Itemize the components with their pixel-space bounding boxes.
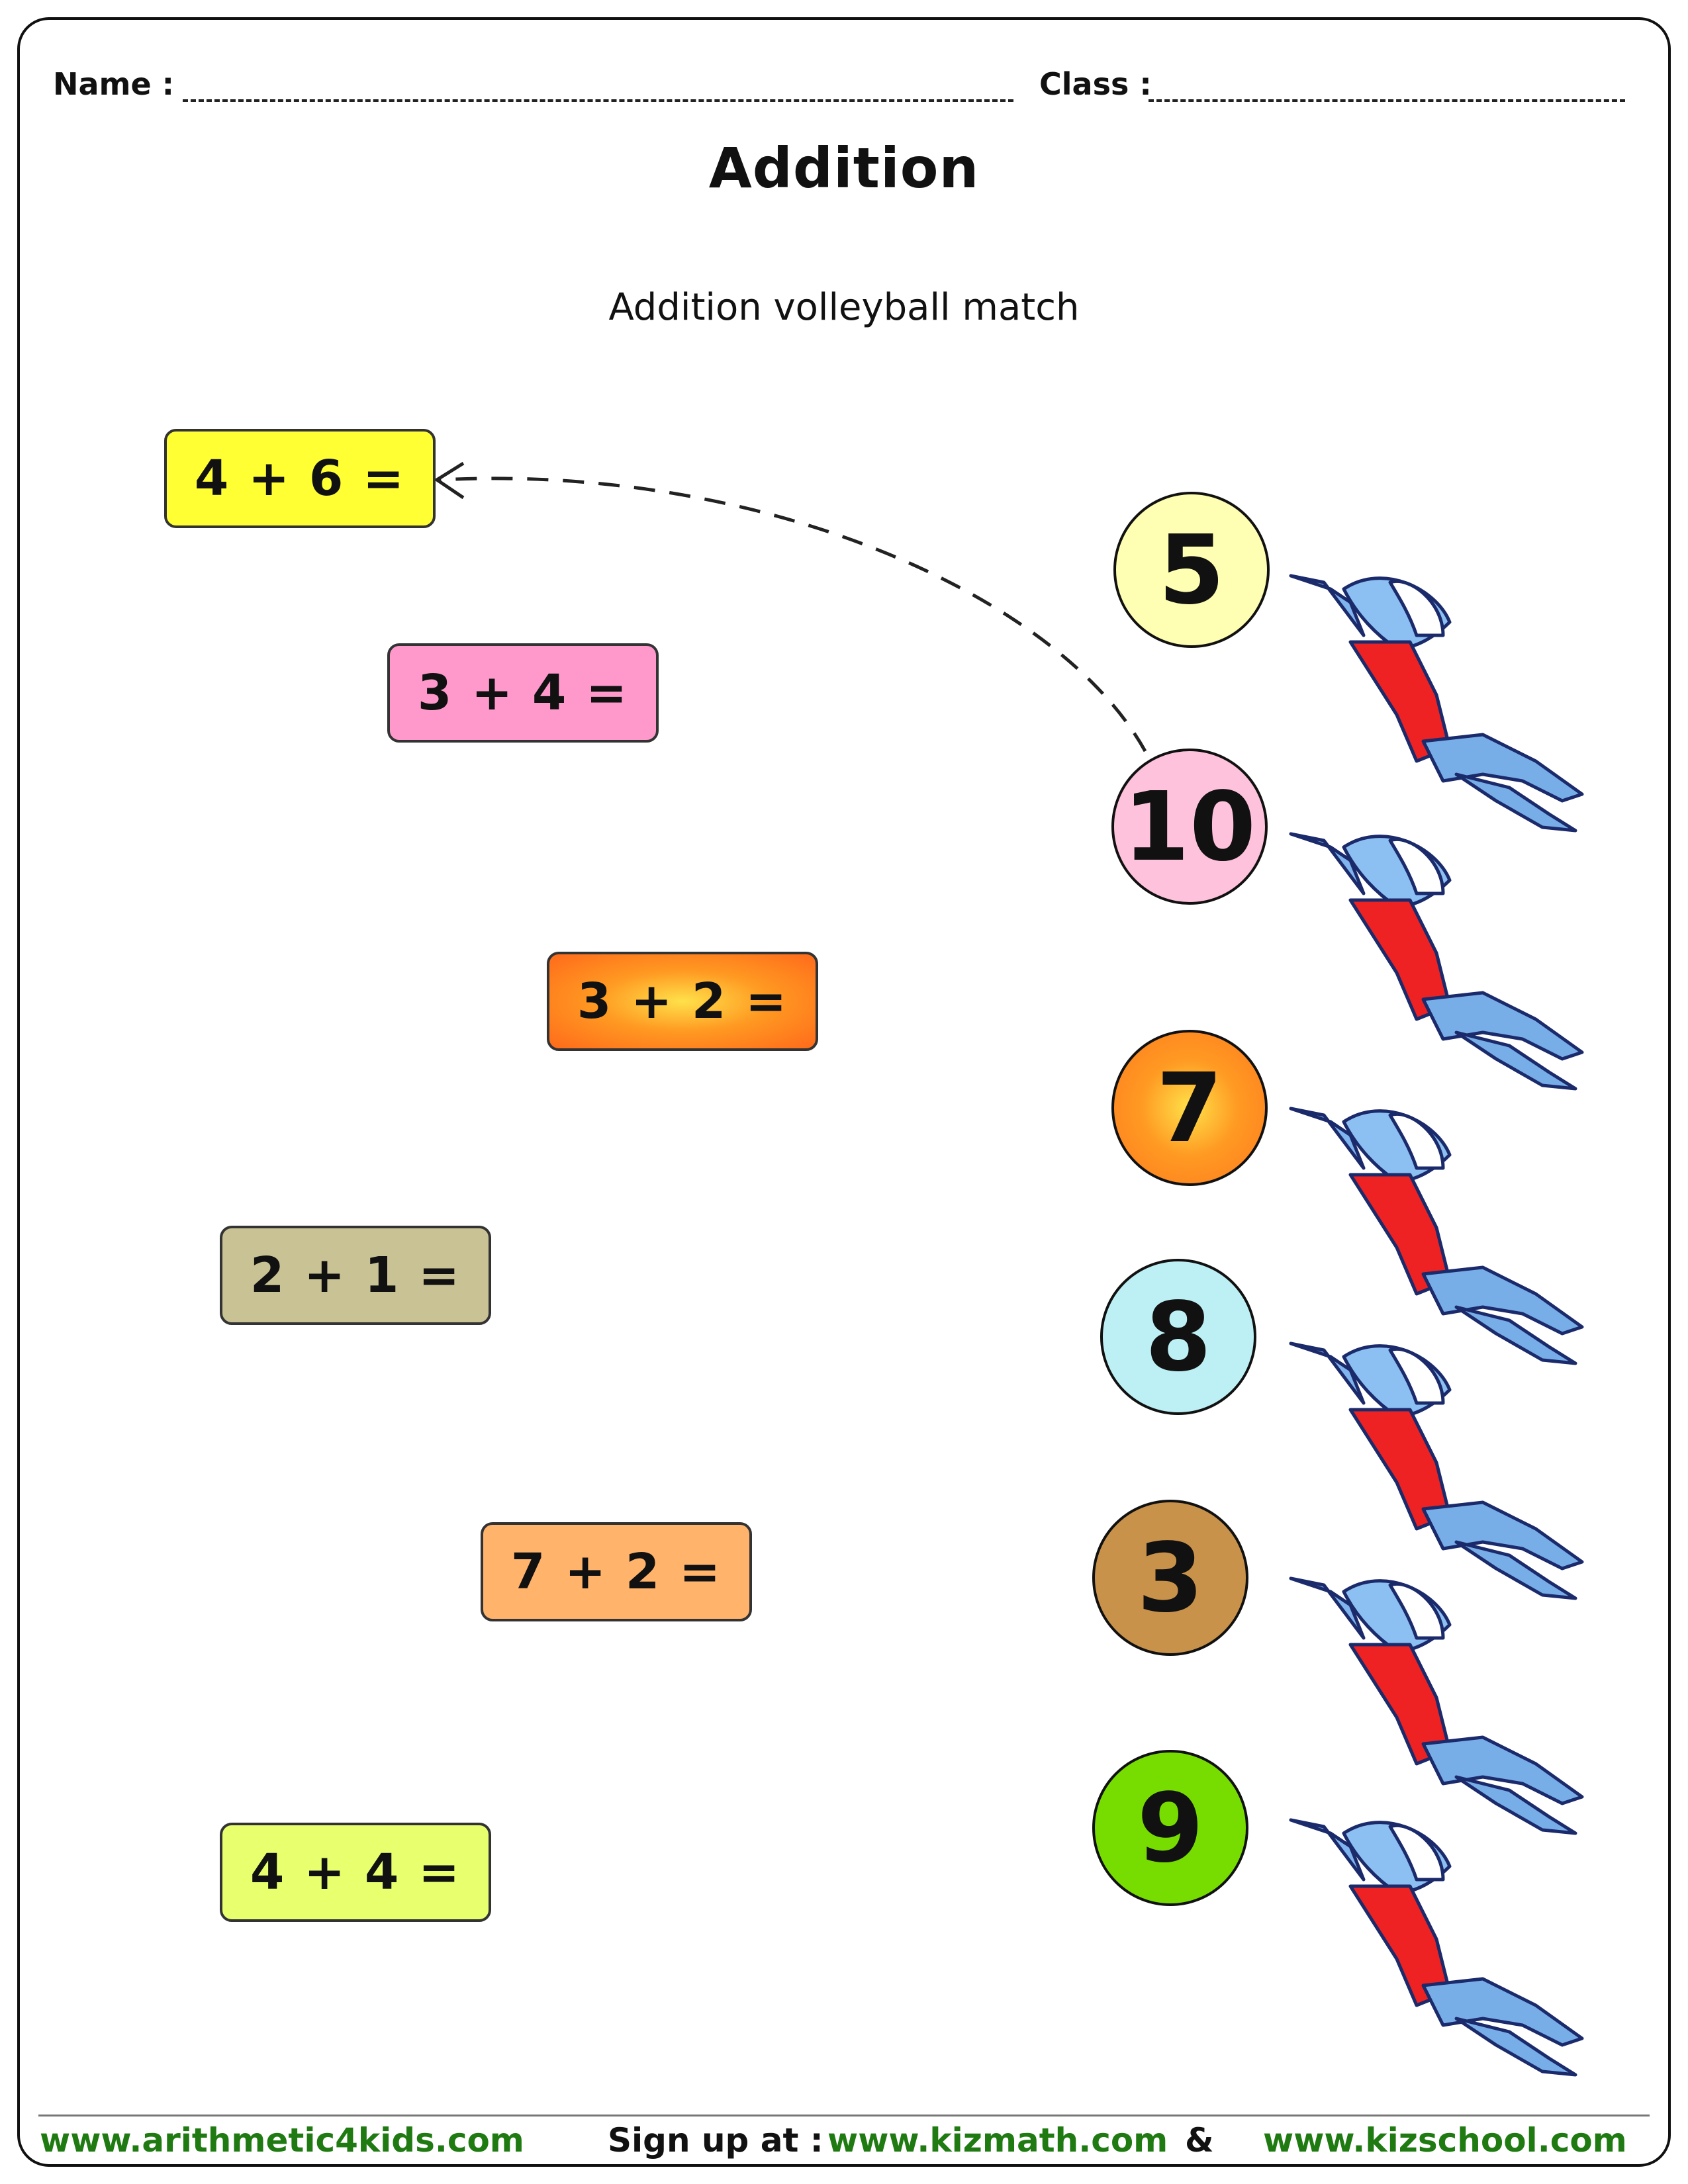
- equation-text: 2 + 1 =: [250, 1247, 461, 1304]
- answer-number: 5: [1158, 514, 1225, 625]
- answer-ball-2[interactable]: 10: [1111, 749, 1268, 905]
- equation-text: 3 + 2 =: [577, 973, 788, 1030]
- equation-1[interactable]: 4 + 6 =: [164, 429, 436, 528]
- answer-number: 9: [1137, 1772, 1204, 1884]
- footer-signup-label: Sign up at :: [608, 2121, 823, 2160]
- footer-link-kizschool[interactable]: www.kizschool.com: [1263, 2121, 1627, 2160]
- answer-number: 8: [1145, 1281, 1212, 1392]
- answer-ball-6[interactable]: 9: [1092, 1750, 1248, 1906]
- footer-link-kizmath[interactable]: www.kizmath.com: [827, 2121, 1168, 2160]
- equation-text: 4 + 6 =: [194, 450, 406, 507]
- answer-ball-3[interactable]: 7: [1111, 1030, 1268, 1186]
- volleyball-player-icon: [1289, 1107, 1584, 1365]
- volleyball-player-icon: [1289, 1576, 1584, 1835]
- class-field[interactable]: [1149, 99, 1625, 102]
- page-subtitle: Addition volleyball match: [608, 286, 1080, 329]
- volleyball-player-icon: [1289, 574, 1584, 833]
- equation-text: 7 + 2 =: [510, 1543, 722, 1600]
- equation-text: 4 + 4 =: [250, 1844, 461, 1901]
- name-field[interactable]: [183, 99, 1013, 102]
- answer-number: 10: [1123, 771, 1256, 882]
- equation-3[interactable]: 3 + 2 =: [547, 952, 818, 1051]
- equation-4[interactable]: 2 + 1 =: [220, 1226, 491, 1325]
- answer-number: 3: [1137, 1522, 1204, 1633]
- footer-link-arithmetic4kids[interactable]: www.arithmetic4kids.com: [40, 2121, 524, 2160]
- name-label: Name :: [53, 66, 175, 102]
- volleyball-player-icon: [1289, 1342, 1584, 1600]
- footer-divider: [38, 2115, 1650, 2116]
- equation-2[interactable]: 3 + 4 =: [387, 643, 659, 743]
- equation-text: 3 + 4 =: [417, 664, 629, 721]
- answer-number: 7: [1156, 1052, 1223, 1163]
- volleyball-player-icon: [1289, 832, 1584, 1091]
- volleyball-player-icon: [1289, 1818, 1584, 2077]
- answer-ball-4[interactable]: 8: [1100, 1259, 1256, 1415]
- answer-ball-5[interactable]: 3: [1092, 1500, 1248, 1656]
- page-title: Addition: [708, 136, 980, 201]
- worksheet-border: [17, 17, 1671, 2167]
- equation-5[interactable]: 7 + 2 =: [481, 1522, 752, 1621]
- answer-ball-1[interactable]: 5: [1113, 492, 1270, 648]
- equation-6[interactable]: 4 + 4 =: [220, 1823, 491, 1922]
- footer-ampersand: &: [1185, 2121, 1214, 2160]
- class-label: Class :: [1039, 66, 1152, 102]
